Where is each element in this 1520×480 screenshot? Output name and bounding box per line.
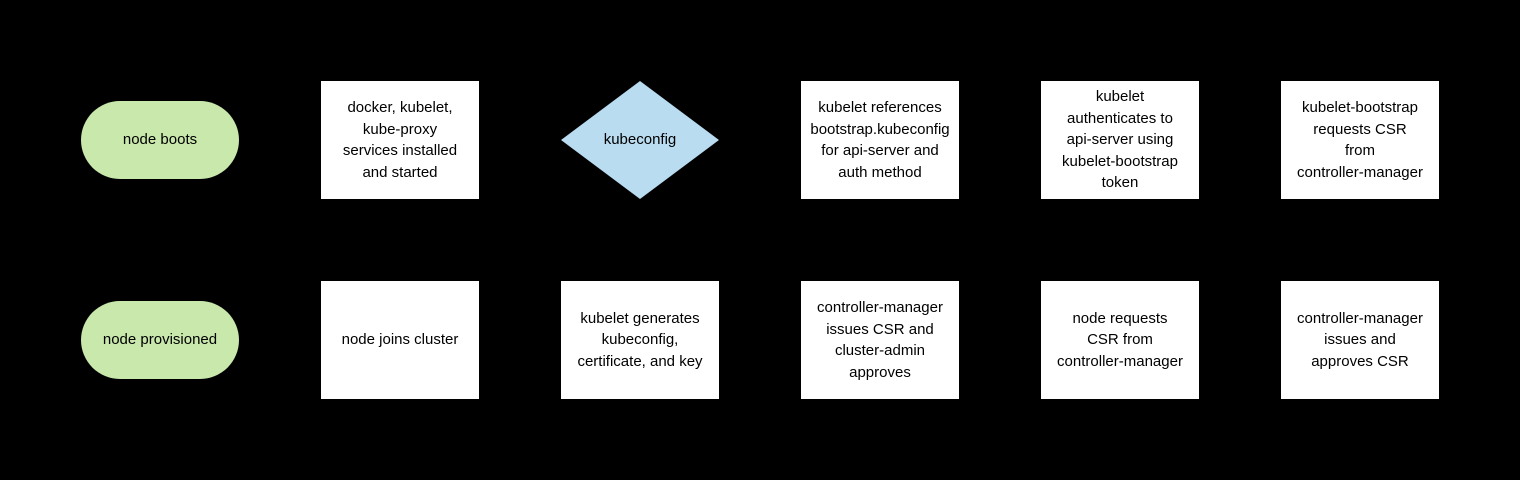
flow-node-label: docker, kubelet, kube-proxy services ins… — [342, 99, 458, 181]
flow-node-label: kubeconfig — [603, 131, 677, 149]
flow-node-label: kubelet authenticates to api-server usin… — [1062, 88, 1178, 192]
flow-node-kubelet-authenticates[interactable]: kubelet authenticates to api-server usin… — [1041, 81, 1199, 199]
flow-node-label: kubelet-bootstrap requests CSR from cont… — [1297, 99, 1423, 181]
flow-node-node-provisioned[interactable]: node provisioned — [81, 301, 239, 379]
flow-node-label: kubelet references bootstrap.kubeconfig … — [810, 99, 950, 181]
flow-node-label: node requests CSR from controller-manage… — [1057, 309, 1183, 370]
flow-node-kubeconfig[interactable]: kubeconfig — [561, 81, 719, 199]
flow-node-kubelet-generates-kubeconfig[interactable]: kubelet generates kubeconfig, certificat… — [561, 281, 719, 399]
flow-node-kubelet-bootstrap-requests-csr[interactable]: kubelet-bootstrap requests CSR from cont… — [1281, 81, 1439, 199]
flow-node-label: node boots — [122, 131, 198, 149]
flow-node-services-installed[interactable]: docker, kubelet, kube-proxy services ins… — [321, 81, 479, 199]
flow-node-label: node joins cluster — [341, 331, 459, 349]
flow-node-label: node provisioned — [102, 331, 218, 349]
flow-node-node-boots[interactable]: node boots — [81, 101, 239, 179]
flow-node-label: kubelet generates kubeconfig, certificat… — [577, 309, 703, 370]
flow-node-node-requests-csr[interactable]: node requests CSR from controller-manage… — [1041, 281, 1199, 399]
flow-node-label: controller-manager issues CSR and cluste… — [817, 299, 943, 381]
flow-node-controller-manager-approves-csr[interactable]: controller-manager issues and approves C… — [1281, 281, 1439, 399]
flow-node-kubelet-references-bootstrap[interactable]: kubelet references bootstrap.kubeconfig … — [801, 81, 959, 199]
flow-node-node-joins-cluster[interactable]: node joins cluster — [321, 281, 479, 399]
flow-node-controller-manager-issues-csr[interactable]: controller-manager issues CSR and cluste… — [801, 281, 959, 399]
flow-node-label: controller-manager issues and approves C… — [1297, 309, 1423, 370]
